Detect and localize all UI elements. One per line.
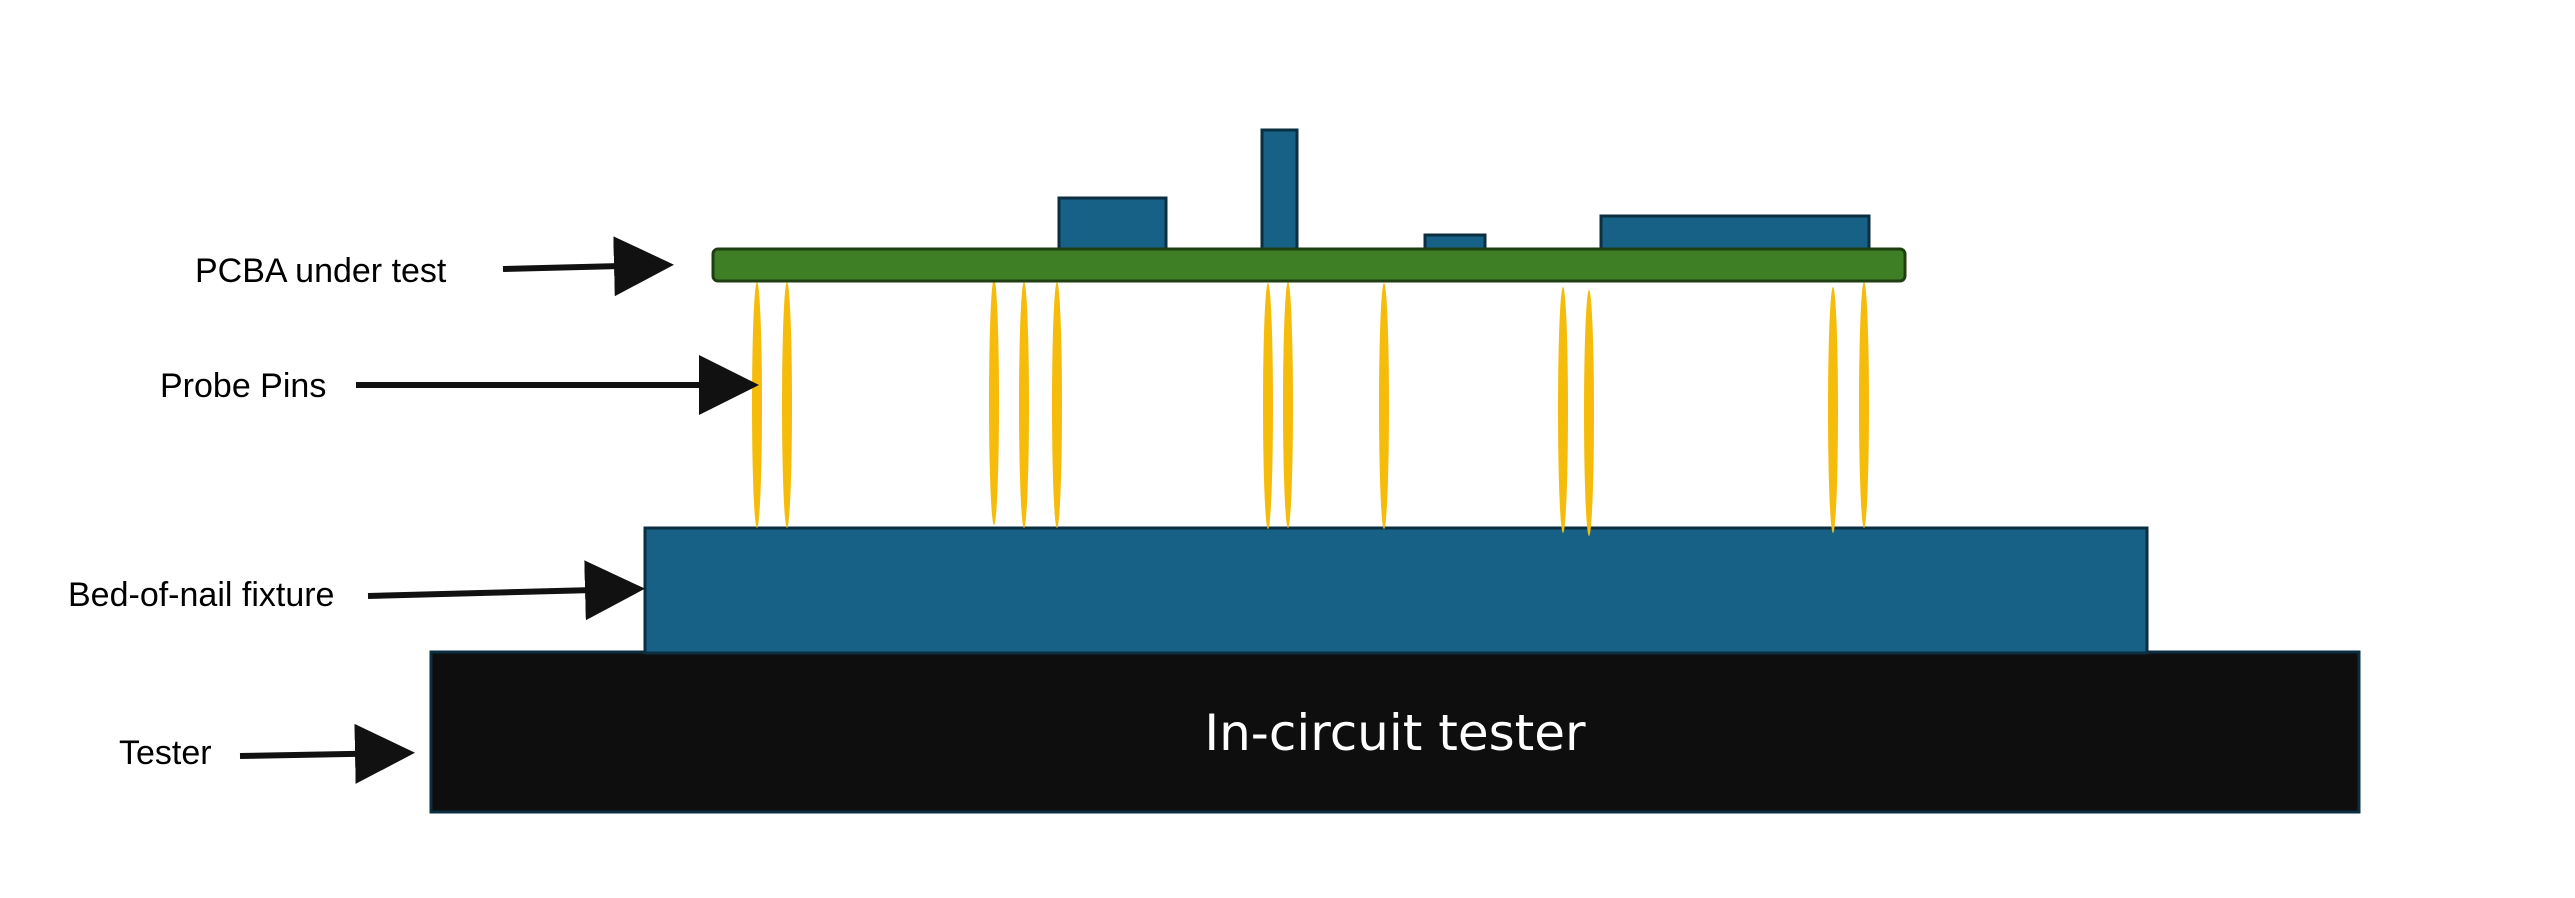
label-fixture: Bed-of-nail fixture — [68, 576, 334, 614]
probe-pins — [752, 279, 1869, 536]
probe-pin — [1283, 282, 1293, 528]
arrow-right-icon — [367, 560, 645, 621]
tester-text: In-circuit tester — [1204, 704, 1586, 762]
tester-block — [429, 650, 2361, 814]
arrow-right-icon — [239, 723, 415, 784]
probe-pin — [1263, 283, 1273, 529]
pcb-components — [1057, 128, 1871, 252]
probe-pin — [1052, 282, 1062, 528]
probe-pin — [989, 279, 999, 525]
probe-pin — [752, 282, 762, 528]
label-tester: Tester — [119, 734, 212, 772]
component-tall — [1260, 128, 1299, 252]
fixture-block — [643, 526, 2149, 655]
component-wide — [1599, 214, 1871, 252]
label-pcba: PCBA under test — [195, 252, 447, 290]
component-block — [1057, 196, 1168, 252]
arrow-right-icon — [502, 236, 674, 297]
probe-pin — [782, 282, 792, 528]
label-probe-pins: Probe Pins — [160, 367, 326, 405]
probe-pin — [1859, 282, 1869, 528]
probe-pin — [1019, 282, 1029, 528]
probe-pin — [1828, 287, 1838, 533]
probe-pin — [1584, 290, 1594, 536]
pcb-board — [711, 247, 1907, 283]
probe-pin — [1379, 283, 1389, 529]
probe-pin — [1558, 287, 1568, 533]
